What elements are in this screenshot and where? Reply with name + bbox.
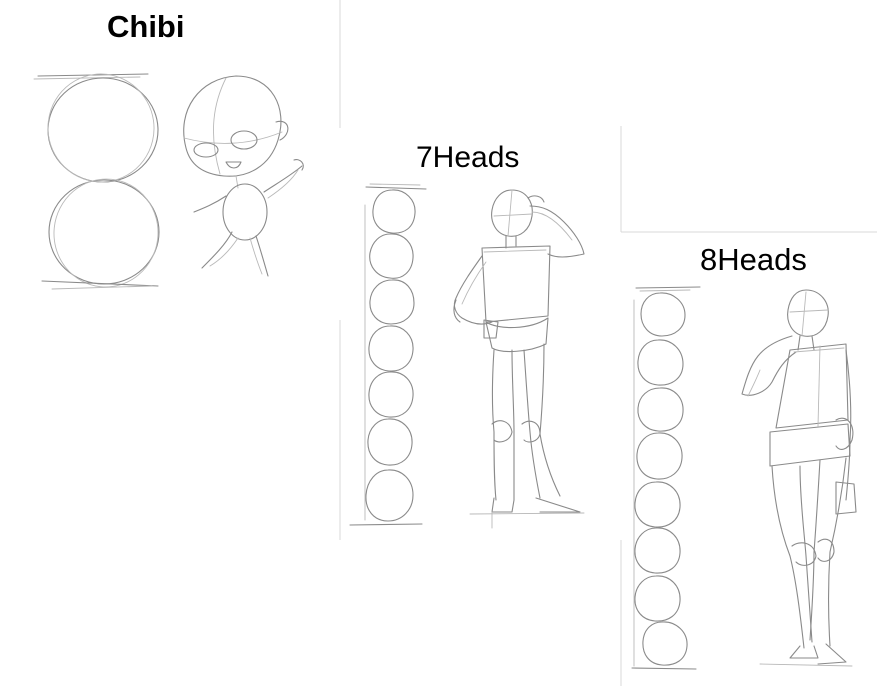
eight-heads-guide [631,286,701,670]
seven-heads-figure [453,189,585,529]
chibi-title: Chibi [107,9,185,44]
eight-heads-title: 8Heads [700,242,807,277]
eight-heads-figure [741,289,857,667]
chibi-figure [183,75,304,277]
seven-heads-title: 7Heads [416,141,520,174]
chibi-head-guide [33,73,160,290]
panel-dividers [339,0,877,686]
seven-heads-guide [349,183,427,526]
